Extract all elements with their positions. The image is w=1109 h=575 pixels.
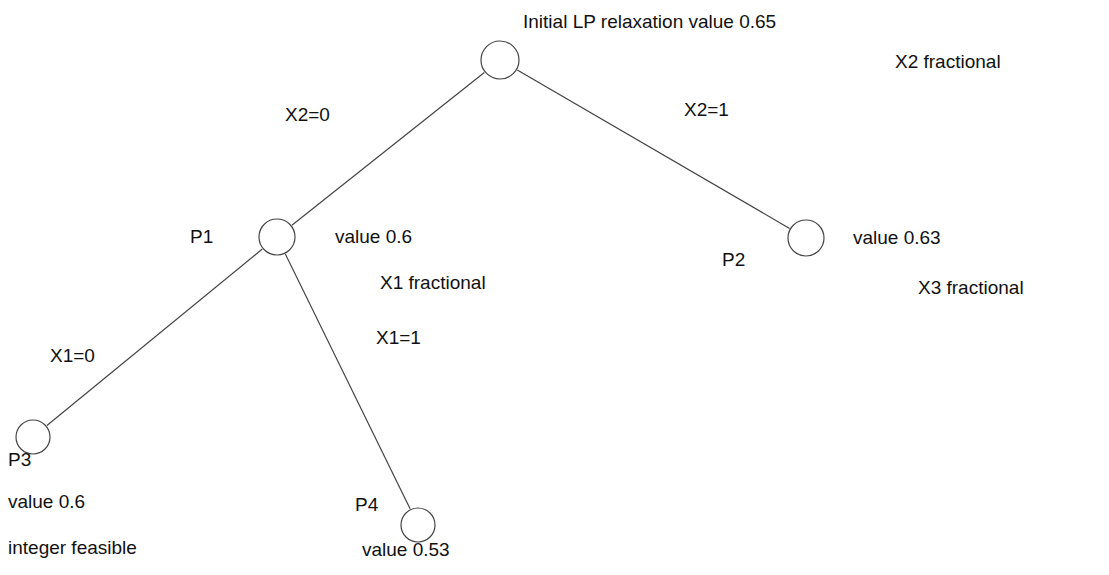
- branch-line: [292, 72, 484, 225]
- node-annotation: X1 fractional: [380, 272, 486, 294]
- branch-label: X2=0: [283, 104, 332, 126]
- node-annotation: X2 fractional: [895, 51, 1001, 73]
- tree-node: P3value 0.6integer feasible: [15, 419, 51, 455]
- node-annotation: value 0.6: [335, 226, 412, 248]
- node-annotation: Initial LP relaxation value 0.65: [523, 11, 776, 33]
- branch-label: X1=0: [48, 345, 97, 367]
- node-annotation: value 0.6: [8, 491, 85, 513]
- branch-label: X1=1: [374, 327, 423, 349]
- node-outline: [788, 220, 824, 256]
- tree-node: P4value 0.53: [400, 507, 436, 543]
- node-circle: [787, 219, 825, 257]
- branch-label: X2=1: [682, 99, 731, 121]
- node-circle: [400, 507, 436, 543]
- node-outline: [16, 420, 50, 454]
- branch-line: [47, 249, 262, 426]
- node-annotation: value 0.53: [362, 539, 450, 561]
- tree-node: Initial LP relaxation value 0.65X2 fract…: [480, 40, 520, 80]
- node-outline: [401, 508, 435, 542]
- node-circle: [480, 40, 520, 80]
- node-circle: [258, 218, 296, 256]
- node-annotation: X3 fractional: [918, 277, 1024, 299]
- node-annotation: P1: [190, 226, 213, 248]
- node-outline: [481, 41, 519, 79]
- tree-node: P1value 0.6X1 fractional: [258, 218, 296, 256]
- node-annotation: value 0.63: [853, 227, 941, 249]
- branch-line: [517, 70, 789, 228]
- node-annotation: P2: [722, 249, 745, 271]
- node-annotation: P3: [8, 449, 31, 471]
- node-annotation: P4: [355, 494, 378, 516]
- tree-node: P2value 0.63X3 fractional: [787, 219, 825, 257]
- node-annotation: integer feasible: [8, 537, 137, 559]
- node-outline: [259, 219, 295, 255]
